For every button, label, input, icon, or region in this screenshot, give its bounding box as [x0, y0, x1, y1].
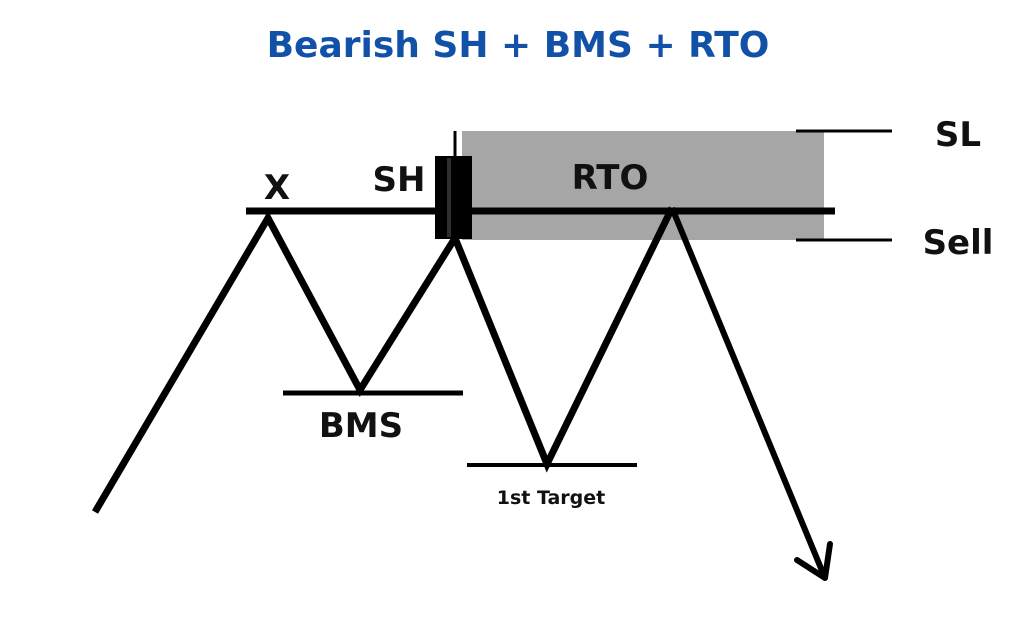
- label-x: X: [264, 168, 290, 208]
- down-arrow-icon: [794, 541, 833, 581]
- bearish-leg: [669, 206, 828, 580]
- label-rto: RTO: [572, 158, 649, 198]
- label-sell: Sell: [923, 223, 994, 263]
- diagram-title: Bearish SH + BMS + RTO: [267, 25, 770, 66]
- label-sl: SL: [935, 115, 981, 155]
- label-sh: SH: [373, 160, 426, 200]
- label-first-target: 1st Target: [497, 487, 606, 509]
- label-bms: BMS: [319, 406, 403, 446]
- sh-candle: [435, 156, 472, 239]
- rto-zone: [462, 131, 824, 240]
- price-path: [91, 206, 676, 514]
